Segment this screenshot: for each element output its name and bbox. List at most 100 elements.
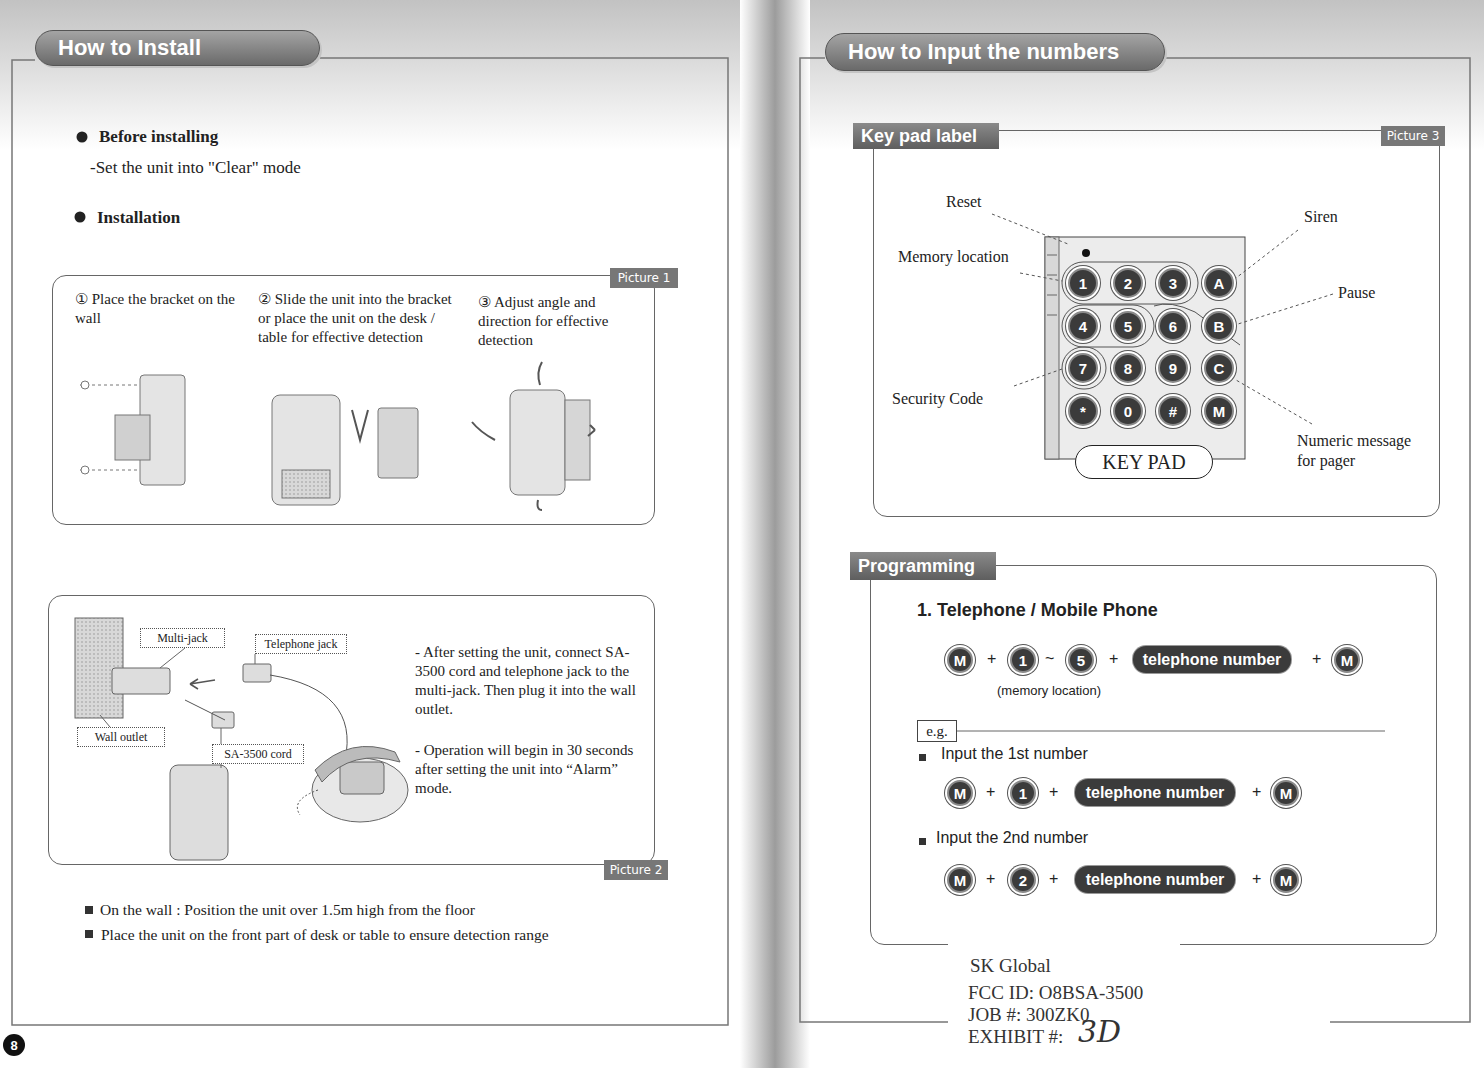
label-text: Place the unit on the front part of desk…: [101, 926, 549, 944]
text-label: +: [986, 870, 995, 888]
fcc-stamp: SK GlobalFCC ID: O8BSA-3500JOB #: 300ZK0…: [948, 940, 1180, 1068]
key-symbol: M: [1273, 867, 1299, 893]
key-symbol: 5: [1068, 647, 1094, 673]
node-text: 4: [1079, 318, 1087, 335]
node-text: 6: [1169, 318, 1177, 335]
label-text: +: [987, 650, 996, 668]
picture-tag: Picture 3: [1381, 126, 1446, 146]
text-label: +: [1049, 870, 1058, 888]
label-text: Siren: [1304, 208, 1338, 226]
label-text: +: [1109, 650, 1118, 668]
key-symbol: 1: [1010, 647, 1036, 673]
keypad-key: 5: [1113, 311, 1143, 341]
text-block: FCC ID: O8BSA-3500: [968, 982, 1143, 1004]
node-text: C: [1214, 360, 1225, 377]
node-text: e.g.: [926, 723, 948, 740]
key-symbol: 2: [1010, 867, 1036, 893]
node-text: 1: [1019, 785, 1027, 802]
text-label: Before installing: [99, 127, 218, 147]
drawn-shape: [919, 838, 926, 845]
keypad-key: 7: [1068, 353, 1098, 383]
leader-line: [1236, 380, 1312, 424]
keypad-key: 1: [1068, 268, 1098, 298]
leader-line: [1236, 230, 1298, 278]
node-text: 1. Telephone / Mobile Phone: [917, 600, 1317, 621]
node-text: JOB #: 300ZK0: [968, 1004, 1089, 1026]
drawn-path: [472, 422, 495, 440]
picture-tag: Picture 2: [604, 860, 669, 880]
illustration-group: [992, 214, 1333, 424]
drawn-shape: [112, 668, 170, 694]
drawn-shape: [1045, 237, 1245, 459]
text-block: ③ Adjust angle and direction for effecti…: [478, 293, 643, 350]
page-number: 8: [3, 1034, 25, 1056]
leader-line: [1014, 369, 1062, 386]
node-text: Picture 3: [1387, 129, 1440, 143]
node-text: 9: [1169, 360, 1177, 377]
label-text: Numeric message for pager: [1297, 431, 1427, 471]
drawn-path: [1154, 304, 1240, 345]
node-text: M: [1280, 785, 1293, 802]
drawn-dot: [75, 212, 86, 223]
leader-line: [100, 715, 110, 727]
label-text: +: [986, 870, 995, 888]
text-label: Security Code: [892, 390, 983, 408]
text-block: - After setting the unit, connect SA-350…: [415, 643, 650, 719]
node-text: SK Global: [970, 955, 1051, 977]
key-symbol: 1: [1010, 780, 1036, 806]
node-text: ② Slide the unit into the bracket or pla…: [258, 290, 453, 347]
text-block: - Operation will begin in 30 seconds aft…: [415, 741, 635, 798]
drawn-path: [538, 500, 543, 510]
node-text: Key pad label: [861, 126, 977, 147]
drawn-path: [12, 58, 728, 1025]
label-text: Installation: [97, 208, 180, 228]
drawn-path: [185, 700, 225, 720]
node-text: 3D: [1078, 1014, 1121, 1049]
key-symbol: M: [947, 647, 973, 673]
leader-line: [992, 214, 1068, 244]
node-text: M: [1213, 403, 1226, 420]
text-label: -Set the unit into "Clear" mode: [90, 158, 301, 178]
node-text: 3: [1169, 275, 1177, 292]
node-text: ① Place the bracket on the wall: [75, 290, 245, 328]
leader-line: [1020, 273, 1062, 281]
keypad-key: A: [1204, 268, 1234, 298]
node-text: M: [954, 872, 967, 889]
label-text: Input the 1st number: [941, 745, 1088, 763]
text-label: +: [1252, 870, 1261, 888]
keypad-key: 8: [1113, 353, 1143, 383]
text-block: 3D: [1078, 1014, 1121, 1049]
label-text: +: [1312, 650, 1321, 668]
label-text: Security Code: [892, 390, 983, 408]
node-text: SA-3500 cord: [224, 747, 292, 762]
node-text: M: [954, 785, 967, 802]
keypad-key: #: [1158, 396, 1188, 426]
text-label: Pause: [1338, 284, 1375, 302]
keypad-key: 3: [1158, 268, 1188, 298]
keypad-key: 4: [1068, 311, 1098, 341]
node-text: B: [1214, 318, 1225, 335]
number-pill: telephone number: [1075, 866, 1235, 893]
key-symbol: M: [1334, 647, 1360, 673]
part-label: Wall outlet: [77, 727, 165, 747]
node-text: 5: [1077, 652, 1085, 669]
node-text: telephone number: [1086, 784, 1225, 802]
example-box: e.g.: [917, 720, 957, 742]
text-label: ~: [1045, 650, 1054, 668]
drawn-path: [800, 58, 1470, 1022]
keypad-key: 6: [1158, 311, 1188, 341]
label-text: (memory location): [997, 683, 1101, 698]
part-label: Multi-jack: [140, 628, 225, 648]
illustration-group: [80, 362, 595, 510]
label-text: On the wall : Position the unit over 1.5…: [100, 901, 475, 919]
label-text: Pause: [1338, 284, 1375, 302]
keypad-key: C: [1204, 353, 1234, 383]
node-text: telephone number: [1143, 651, 1282, 669]
keypad-key: 0: [1113, 396, 1143, 426]
text-label: +: [1252, 783, 1261, 801]
node-text: telephone number: [1086, 871, 1225, 889]
node-text: 5: [1124, 318, 1132, 335]
drawn-shape: [85, 930, 93, 938]
node-text: FCC ID: O8BSA-3500: [968, 982, 1143, 1004]
